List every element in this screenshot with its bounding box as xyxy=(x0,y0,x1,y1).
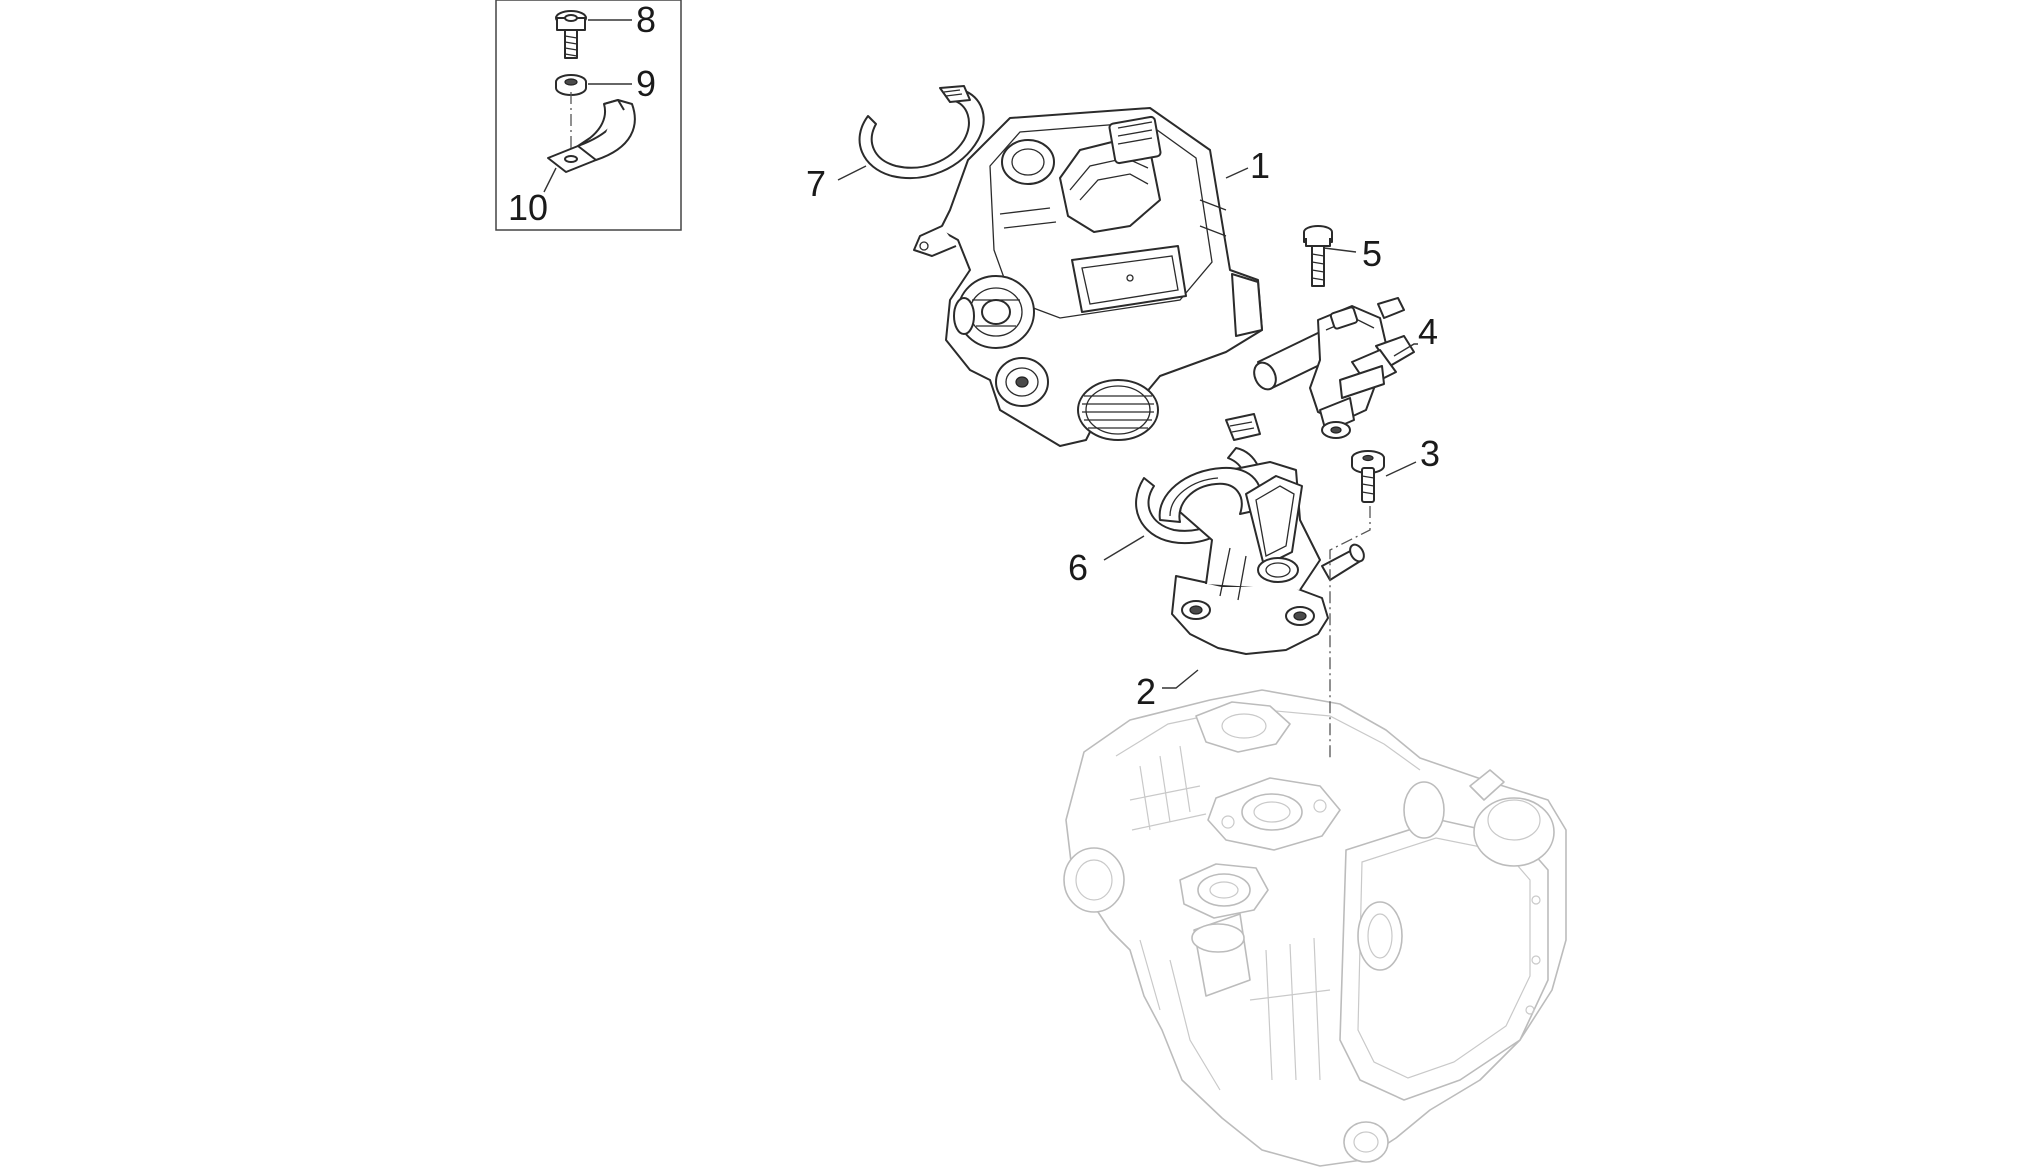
callout-9: 9 xyxy=(636,63,656,104)
callout-1: 1 xyxy=(1250,145,1270,186)
callout-5: 5 xyxy=(1362,233,1382,274)
part-2-intake-manifold xyxy=(1158,461,1365,655)
assembly-axis-line xyxy=(1329,506,1371,760)
part-1-throttle-body xyxy=(913,107,1263,447)
callout-7: 7 xyxy=(806,163,826,204)
callout-2: 2 xyxy=(1136,671,1156,712)
callout-4: 4 xyxy=(1418,311,1438,352)
part-10-bracket xyxy=(547,99,636,173)
callout-3: 3 xyxy=(1420,433,1440,474)
part-4-injector xyxy=(1253,297,1415,439)
part-3-screw xyxy=(1351,450,1385,503)
callout-6: 6 xyxy=(1068,547,1088,588)
part-9-washer xyxy=(555,74,587,96)
part-5-bolt xyxy=(1303,225,1333,287)
part-8-screw xyxy=(555,10,587,59)
inset-detail-box xyxy=(495,0,682,231)
engine-cylinder-head-ghost xyxy=(1063,689,1567,1167)
callout-8: 8 xyxy=(636,0,656,40)
callout-labels: 1 2 3 4 5 6 7 8 9 10 xyxy=(508,0,1440,712)
leader-lines xyxy=(543,19,1418,689)
callout-10: 10 xyxy=(508,187,548,228)
part-7-hose-clamp xyxy=(858,85,985,180)
